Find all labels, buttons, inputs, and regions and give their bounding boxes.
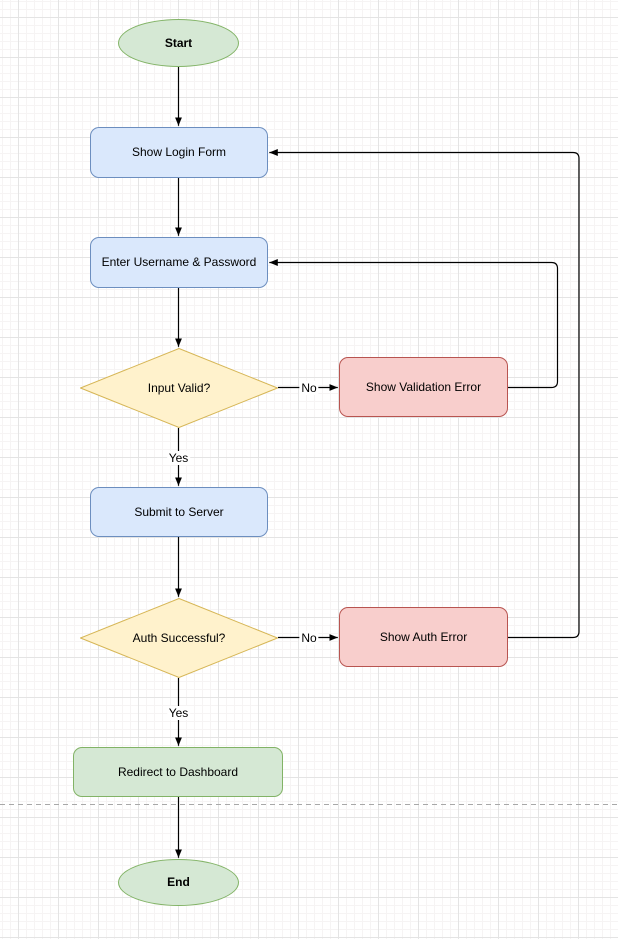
node-end-label: End [167,875,190,890]
node-input-valid[interactable]: Input Valid? [80,348,278,428]
diamond-shape [80,348,278,428]
node-auth-successful-label: Auth Successful? [132,630,226,645]
node-show-validation-error[interactable]: Show Validation Error [339,357,508,417]
edge-label-input-valid-no[interactable]: No [299,381,319,395]
node-submit-to-server[interactable]: Submit to Server [90,487,268,537]
node-submit-to-server-label: Submit to Server [134,504,224,519]
edge-label-auth-successful-no[interactable]: No [299,630,319,645]
node-show-validation-error-label: Show Validation Error [365,379,482,394]
node-input-valid-label: Input Valid? [147,380,211,395]
edge-auth-error-loop-to-show-login[interactable] [269,149,580,639]
node-end[interactable]: End [118,859,239,906]
diamond-shape [80,598,278,678]
node-show-login-form-label: Show Login Form [131,145,227,160]
node-enter-credentials-label: Enter Username & Password [101,255,257,270]
node-start-label: Start [164,35,193,50]
edge-label-auth-successful-yes[interactable]: Yes [166,706,191,720]
node-redirect-to-dashboard[interactable]: Redirect to Dashboard [73,747,283,797]
node-show-auth-error[interactable]: Show Auth Error [339,607,508,667]
node-show-auth-error-label: Show Auth Error [379,629,468,644]
edge-label-input-valid-yes[interactable]: Yes [166,451,191,465]
edge-validation-error-loop-to-enter-credentials[interactable] [269,259,559,389]
node-enter-credentials[interactable]: Enter Username & Password [90,237,268,288]
node-redirect-to-dashboard-label: Redirect to Dashboard [117,764,239,779]
node-start[interactable]: Start [118,19,239,67]
node-show-login-form[interactable]: Show Login Form [90,127,268,178]
node-auth-successful[interactable]: Auth Successful? [80,598,278,678]
